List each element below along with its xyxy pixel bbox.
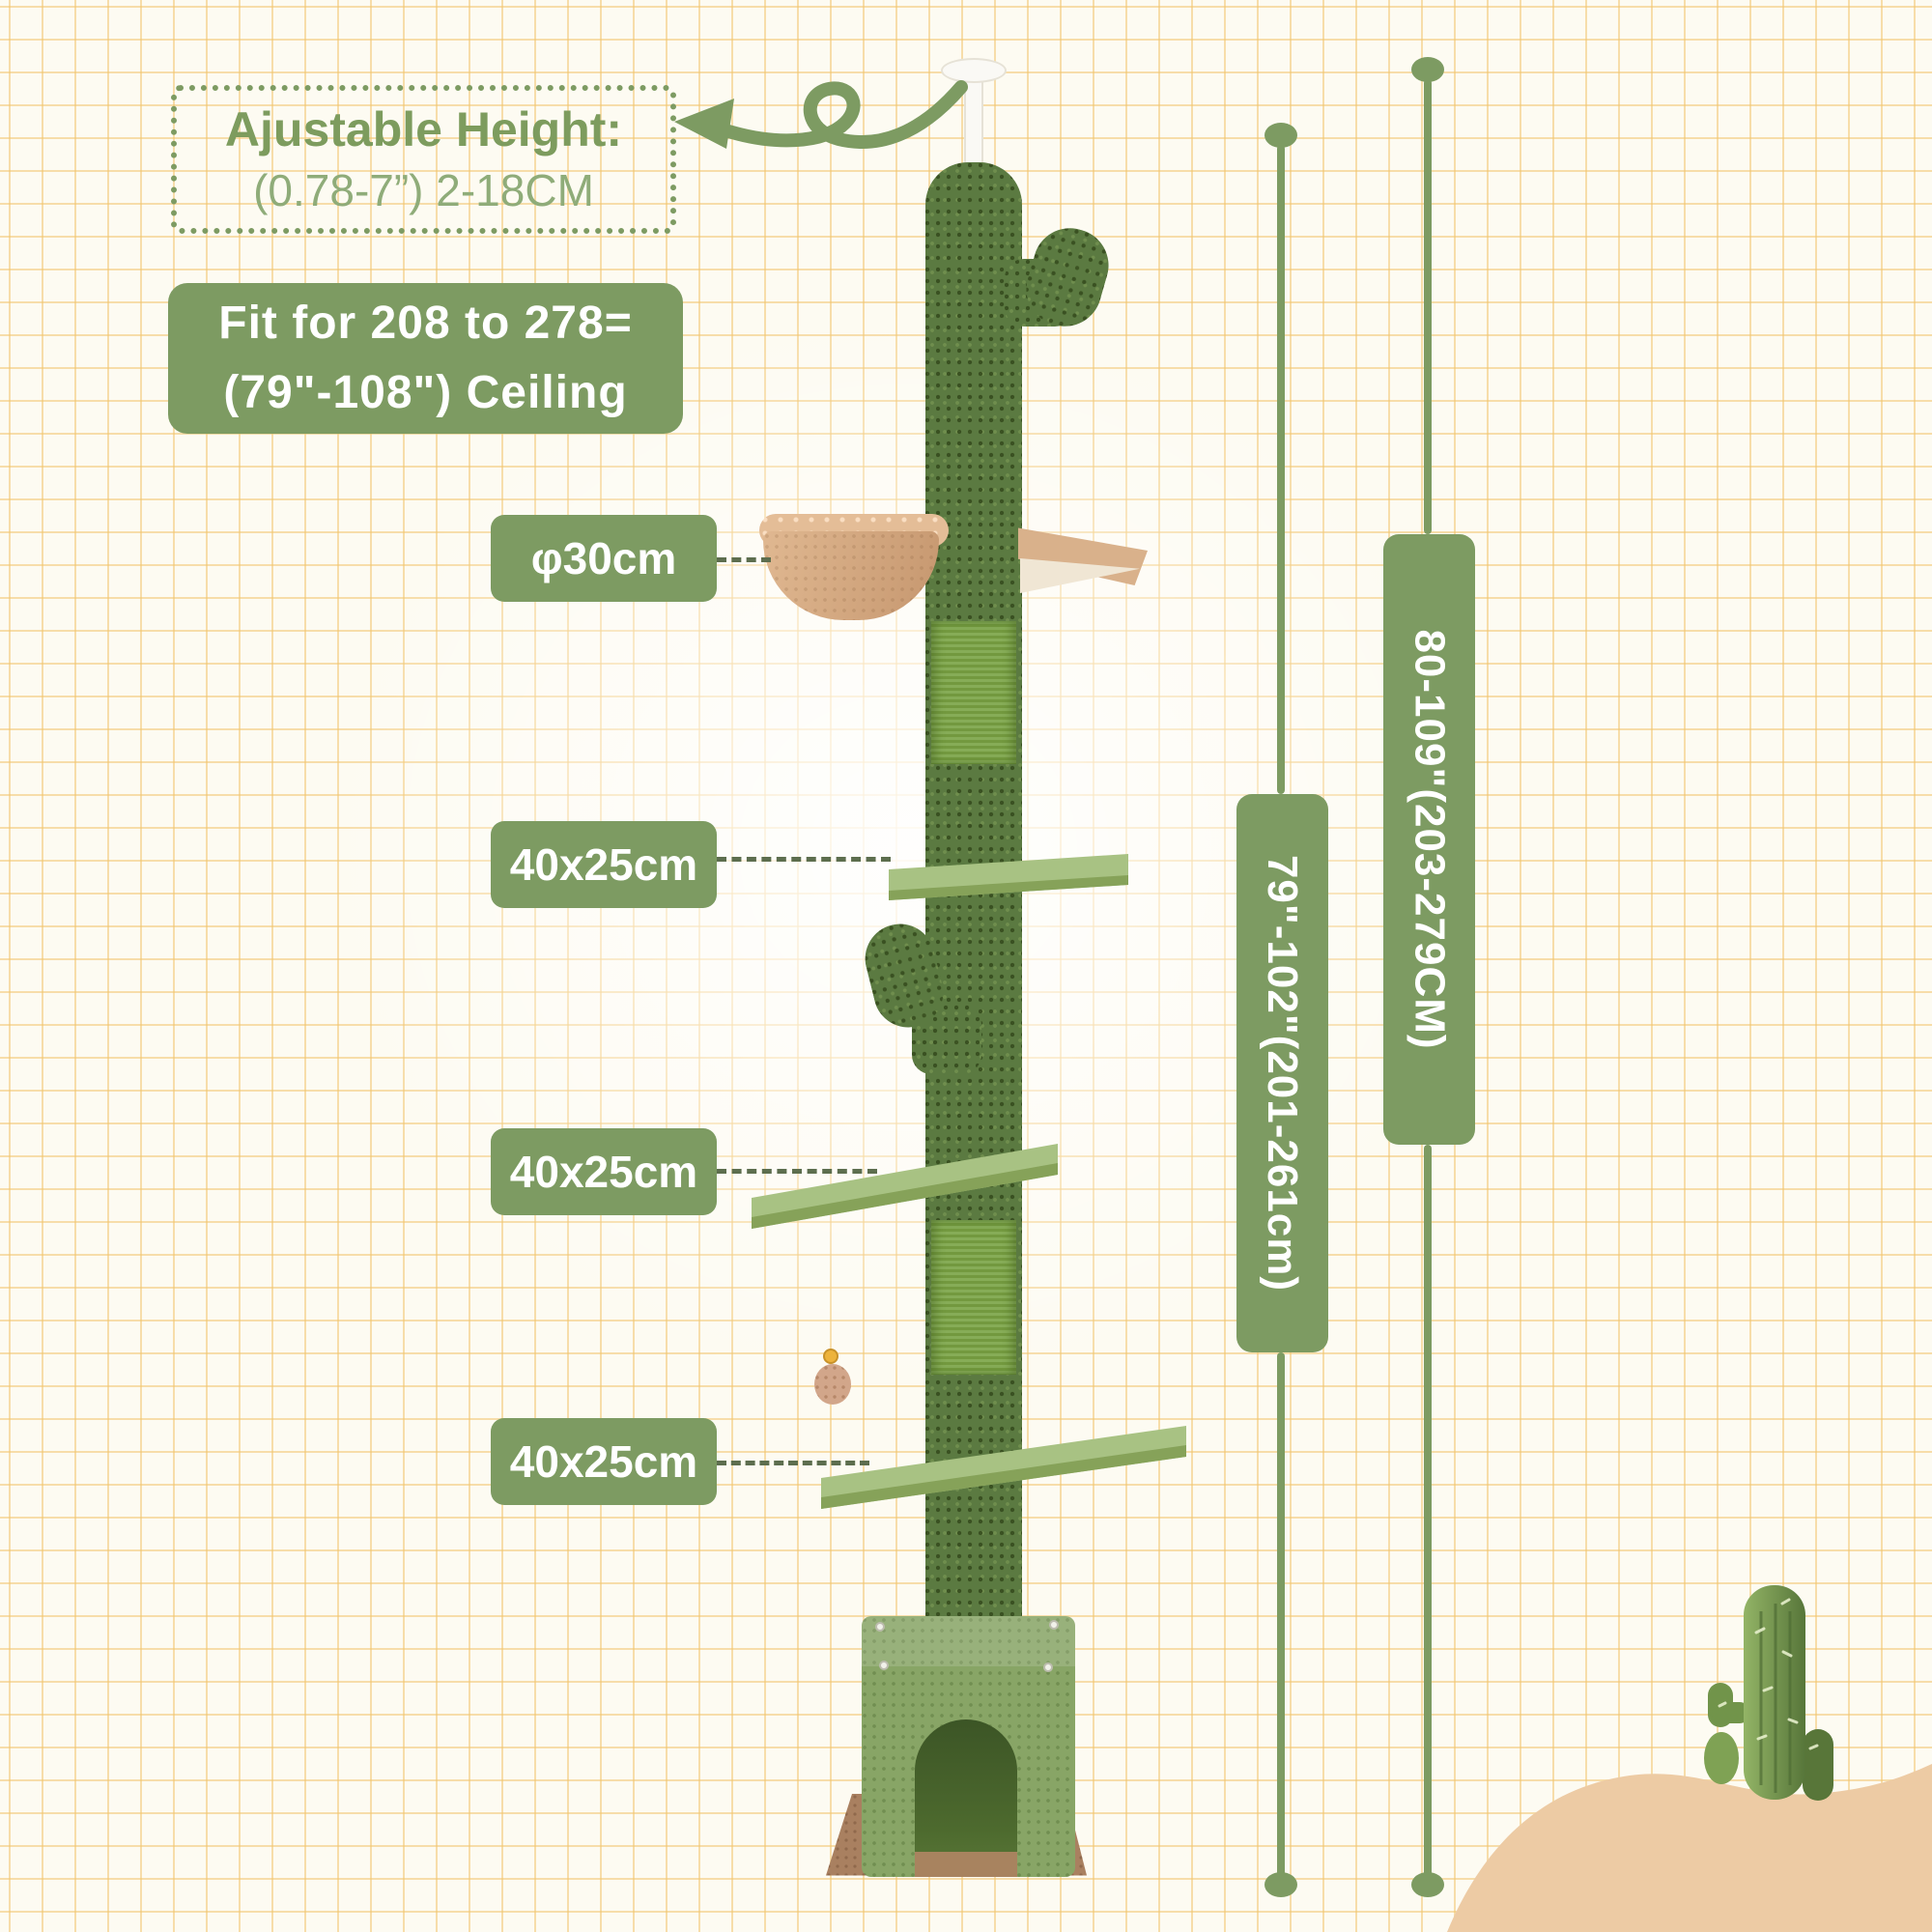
measurement-dot-icon bbox=[1411, 1872, 1444, 1897]
screw-icon bbox=[875, 1622, 885, 1632]
label-platform-top: 40x25cm bbox=[491, 821, 717, 908]
dash-line-platform-middle bbox=[717, 1169, 877, 1174]
label-platform-middle: 40x25cm bbox=[491, 1128, 717, 1215]
height-range-overall-text: 80-109"(203-279CM) bbox=[1406, 629, 1454, 1050]
ceiling-fit-line1: Fit for 208 to 278= bbox=[218, 298, 633, 349]
measurement-line-pole bbox=[1277, 145, 1285, 794]
measurement-line-overall bbox=[1424, 79, 1432, 534]
cat-house-floor bbox=[915, 1852, 1017, 1877]
height-range-pole-text: 79"-102"(201-261cm) bbox=[1259, 854, 1307, 1293]
measurement-dot-icon bbox=[1264, 1872, 1297, 1897]
cat-house-arch-opening bbox=[915, 1719, 1017, 1877]
height-range-overall-label: 80-109"(203-279CM) bbox=[1383, 534, 1475, 1145]
ceiling-mount-disc bbox=[941, 58, 1007, 83]
height-range-pole-label: 79"-102"(201-261cm) bbox=[1236, 794, 1328, 1352]
cactus-pole bbox=[925, 162, 1022, 1642]
adjustable-height-box: Ajustable Height: (0.78-7”) 2-18CM bbox=[171, 85, 676, 234]
measurement-line-pole bbox=[1277, 1352, 1285, 1879]
label-platform-bottom: 40x25cm bbox=[491, 1418, 717, 1505]
ceiling-fit-line2: (79"-108") Ceiling bbox=[223, 367, 628, 418]
bell-icon bbox=[823, 1349, 838, 1364]
screw-icon bbox=[1049, 1620, 1059, 1630]
dash-line-platform-bottom bbox=[717, 1461, 869, 1465]
sisal-scratching-section-lower bbox=[931, 1220, 1016, 1375]
adjustable-height-value: (0.78-7”) 2-18CM bbox=[253, 164, 594, 215]
cat-house bbox=[862, 1616, 1075, 1877]
dash-line-hammock bbox=[717, 557, 771, 562]
ceiling-fit-box: Fit for 208 to 278= (79"-108") Ceiling bbox=[168, 283, 683, 434]
screw-icon bbox=[1043, 1662, 1053, 1672]
dash-line-platform-top bbox=[717, 857, 891, 862]
cat-house-top bbox=[862, 1616, 1075, 1666]
adjustable-height-title: Ajustable Height: bbox=[224, 101, 623, 156]
measurement-line-overall bbox=[1424, 1145, 1432, 1879]
measurement-dot-icon bbox=[1411, 57, 1444, 82]
screw-icon bbox=[879, 1661, 889, 1670]
measurement-dot-icon bbox=[1264, 123, 1297, 148]
label-hammock-diameter: φ30cm bbox=[491, 515, 717, 602]
sisal-scratching-section-upper bbox=[931, 621, 1016, 764]
toy-ball bbox=[814, 1364, 851, 1405]
